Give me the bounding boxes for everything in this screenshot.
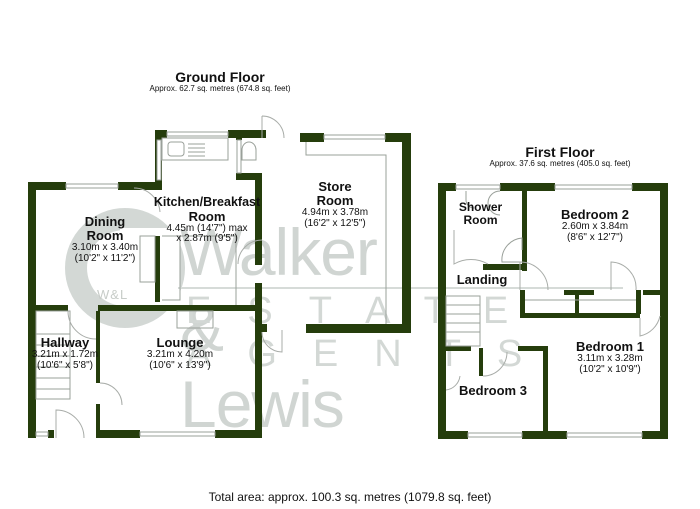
windows bbox=[35, 131, 643, 438]
room-label-bedroom-3: Bedroom 3 bbox=[459, 383, 527, 398]
first-floor-heading: First Floor Approx. 37.6 sq. metres (405… bbox=[465, 144, 655, 169]
ground-floor-area: Approx. 62.7 sq. metres (674.8 sq. feet) bbox=[149, 84, 291, 94]
room-label-bedroom-1: Bedroom 1 3.11m x 3.28m (10'2" x 10'9") bbox=[576, 339, 644, 375]
room-label-bedroom-2: Bedroom 2 2.60m x 3.84m (8'6" x 12'7") bbox=[561, 207, 629, 243]
fixtures bbox=[35, 137, 636, 400]
ground-floor-heading: Ground Floor Approx. 62.7 sq. metres (67… bbox=[130, 69, 310, 94]
total-area: Total area: approx. 100.3 sq. metres (10… bbox=[208, 490, 492, 504]
ground-floor-title: Ground Floor bbox=[175, 69, 265, 85]
walls bbox=[28, 130, 668, 439]
room-label-hallway: Hallway 3.21m x 1.72m (10'6" x 5'8") bbox=[31, 335, 99, 371]
room-label-lounge: Lounge 3.21m x 4.20m (10'6" x 13'9") bbox=[146, 335, 214, 371]
first-floor-title: First Floor bbox=[525, 144, 595, 160]
first-floor-area: Approx. 37.6 sq. metres (405.0 sq. feet) bbox=[489, 159, 631, 169]
room-label-shower-room: Shower Room bbox=[458, 200, 503, 227]
room-label-store-room: Store Room 4.94m x 3.78m (16'2" x 12'5") bbox=[301, 179, 369, 229]
room-label-landing: Landing bbox=[456, 272, 508, 287]
doors bbox=[55, 115, 661, 439]
room-label-kitchen: Kitchen/Breakfast Room 4.45m (14'7") max… bbox=[153, 195, 261, 245]
room-label-dining-room: Dining Room 3.10m x 3.40m (10'2" x 11'2"… bbox=[71, 214, 139, 264]
